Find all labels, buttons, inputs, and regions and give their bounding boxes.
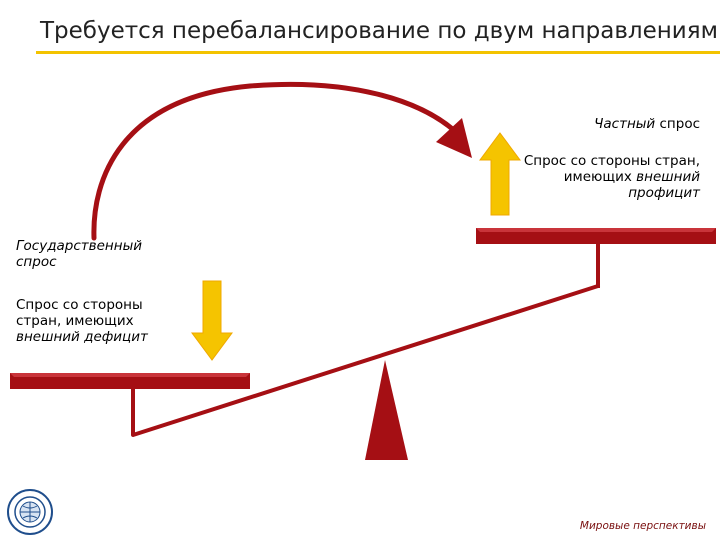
surplus-line-text: имеющих	[563, 169, 637, 185]
surplus-demand-label: Спрос со стороны стран, имеющих внешний …	[490, 153, 700, 201]
deficit-line-text: Спрос со стороны	[16, 297, 143, 313]
deficit-line: стран, имеющих	[16, 313, 186, 329]
surplus-line: имеющих внешний	[490, 169, 700, 185]
private-demand-normal: спрос	[655, 116, 700, 132]
imf-logo-icon	[7, 489, 53, 535]
deficit-line: внешний дефицит	[16, 329, 186, 345]
curved-arrow-icon	[91, 81, 459, 241]
source-caption: Мировые перспективы	[579, 520, 706, 532]
surplus-line-text: Спрос со стороны стран,	[523, 153, 700, 169]
private-demand-label: Частный спрос	[594, 116, 700, 132]
government-demand-line: Государственный	[16, 238, 143, 254]
government-demand-line: спрос	[16, 254, 57, 270]
title-underline	[36, 51, 720, 54]
private-demand-italic: Частный	[594, 116, 656, 132]
slide-title: Требуется перебалансирование по двум нап…	[40, 18, 718, 44]
down-arrow-icon	[191, 280, 233, 361]
right-beam-bevel	[476, 228, 716, 232]
surplus-line-italic: внешний	[636, 169, 700, 185]
lever-line	[131, 284, 600, 437]
deficit-line-italic: внешний дефицит	[16, 329, 148, 345]
up-arrow-icon	[479, 132, 521, 216]
deficit-demand-label: Спрос со стороны стран, имеющих внешний …	[16, 297, 186, 345]
left-beam-leg	[131, 389, 135, 435]
deficit-line-text: стран, имеющих	[16, 313, 134, 329]
right-beam-leg	[596, 244, 600, 288]
left-beam-bevel	[10, 373, 250, 377]
surplus-line: Спрос со стороны стран,	[490, 153, 700, 169]
deficit-line: Спрос со стороны	[16, 297, 186, 313]
government-demand-label: Государственный спрос	[16, 238, 176, 270]
curved-arrow-head	[436, 118, 472, 158]
surplus-line-italic: профицит	[628, 185, 700, 201]
fulcrum-triangle	[365, 360, 408, 460]
surplus-line: профицит	[490, 185, 700, 201]
